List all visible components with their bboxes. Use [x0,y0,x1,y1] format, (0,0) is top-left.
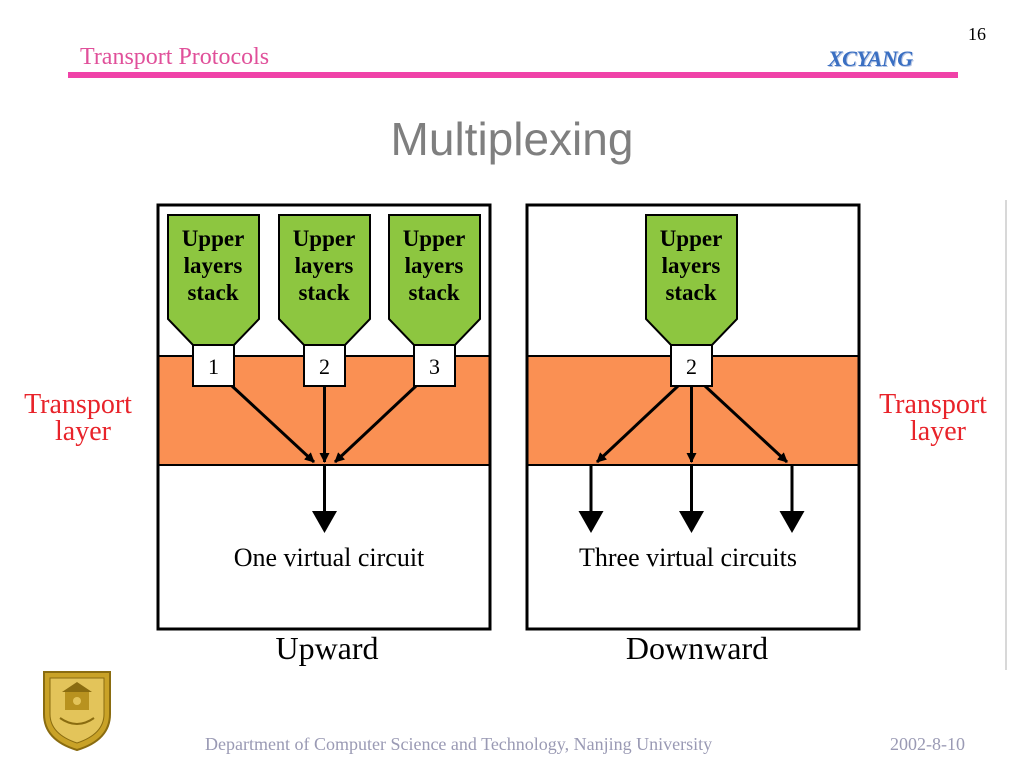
downward-caption: Downward [626,630,768,666]
edge-divider [1005,200,1007,670]
upward-caption: Upward [275,630,378,666]
header-title: Transport Protocols [80,44,270,70]
demux-arrow [595,384,680,464]
stack-label-line: stack [665,280,716,305]
university-seal-icon [43,671,111,752]
stack-label-line: layers [405,253,464,278]
stack-label-line: Upper [403,226,466,251]
stack-label-line: stack [187,280,238,305]
mux-arrow [333,384,418,464]
port-box [303,344,346,387]
transport-layer-label-left: layer [55,416,112,447]
page-number: 16 [968,24,986,44]
header-divider [68,72,958,78]
footer-department: Department of Computer Science and Techn… [205,734,713,754]
upward-stack-2: Upper layers stack 2 [278,214,371,387]
downward-panel: Upper layers stack 2 Three virtual circu… [525,203,861,631]
port-number: 2 [319,354,330,379]
stack-label-line: Upper [182,226,245,251]
port-box [192,344,235,387]
upward-stack-1: Upper layers stack 1 [167,214,260,387]
upward-stack-3: Upper layers stack 3 [388,214,481,387]
transport-layer-label-left: Transport [24,389,132,420]
slide-title: Multiplexing [390,113,634,165]
header-brand: XCYANG [828,46,913,71]
port-box [413,344,456,387]
circuit-arrowhead [779,511,805,533]
stack-label-line: Upper [293,226,356,251]
transport-layer-label-right: Transport [879,389,987,420]
stack-label-line: layers [662,253,721,278]
stack-label-line: Upper [660,226,723,251]
circuit-arrowhead [312,511,337,533]
port-number: 1 [208,354,219,379]
circuit-arrowhead [578,511,604,533]
port-number: 2 [686,354,697,379]
stack-label-line: stack [298,280,349,305]
demux-arrow [703,384,789,464]
stack-label-line: layers [295,253,354,278]
downward-circuit-label: Three virtual circuits [579,543,797,572]
circuit-arrowhead [679,511,704,533]
transport-layer-label-right: layer [910,416,967,447]
footer-date: 2002-8-10 [890,734,965,754]
downward-stack: Upper layers stack 2 [645,214,738,387]
port-box [670,344,713,387]
port-number: 3 [429,354,440,379]
stack-label-line: stack [408,280,459,305]
mux-arrow [230,384,316,464]
upward-panel: Upper layers stack 1 Upper layers stack … [156,203,492,631]
stack-label-line: layers [184,253,243,278]
upward-circuit-label: One virtual circuit [234,543,425,572]
